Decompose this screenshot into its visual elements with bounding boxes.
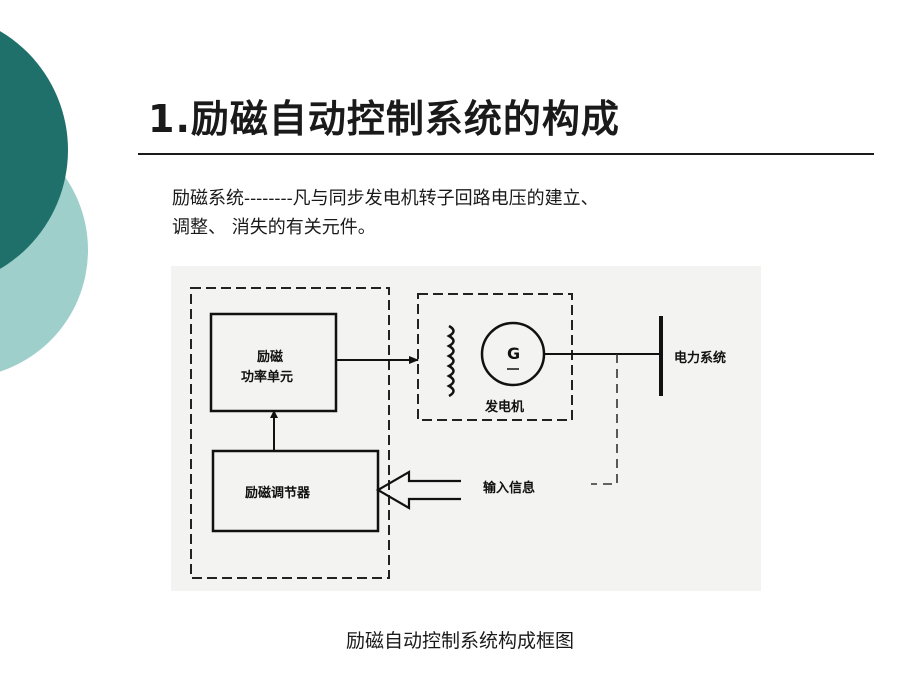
excitation-system-boundary: [190, 287, 390, 579]
field-winding-coil: [446, 324, 455, 398]
power-unit-label-2: 功率单元: [241, 370, 294, 385]
input-signal-arrow: [375, 470, 461, 510]
description-text: 励磁系统--------凡与同步发电机转子回路电压的建立、 调整、 消失的有关元…: [172, 184, 772, 242]
power-unit-label-1: 励磁: [257, 350, 284, 365]
generator-boundary: [417, 293, 573, 421]
feedback-line: [591, 354, 618, 485]
title-divider: [138, 153, 874, 155]
slide-title: 1.励磁自动控制系统的构成: [148, 97, 620, 141]
power-system-label: 电力系统: [674, 351, 727, 366]
dark-teal-circle: [0, 31, 68, 269]
input-signal-label: 输入信息: [483, 481, 536, 496]
decorative-circles: [0, 31, 88, 372]
block-diagram: 励磁 功率单元 励磁调节器 G 发电机 电力系统 输入信息: [171, 266, 761, 591]
power-to-field-arrowhead: [409, 356, 419, 364]
description-line-1: 励磁系统--------凡与同步发电机转子回路电压的建立、: [172, 188, 599, 209]
generator-label: 发电机: [485, 400, 525, 415]
regulator-label: 励磁调节器: [245, 486, 311, 501]
description-line-2: 调整、 消失的有关元件。: [172, 217, 376, 238]
figure-caption: 励磁自动控制系统构成框图: [345, 630, 574, 652]
regulator-to-power-arrowhead: [270, 410, 278, 418]
diagram-graphics: [190, 287, 663, 579]
generator-symbol: G: [507, 344, 521, 363]
